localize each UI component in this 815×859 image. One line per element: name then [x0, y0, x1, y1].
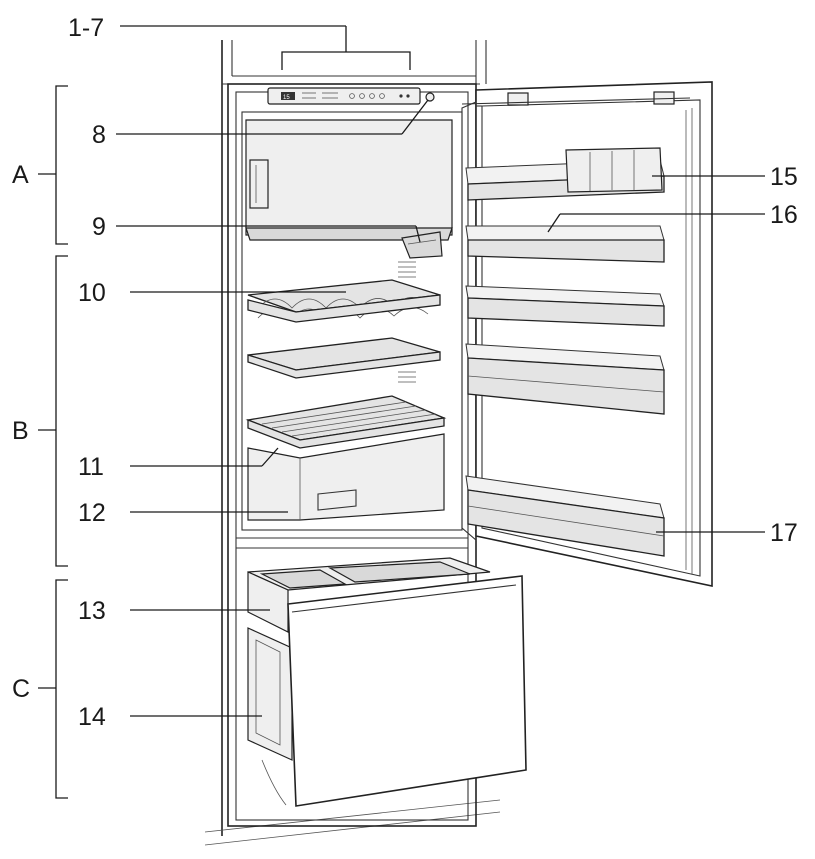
label-10: 10 — [78, 279, 106, 307]
label-11: 11 — [78, 453, 104, 481]
label-1-7: 1-7 — [68, 14, 104, 42]
control-panel-display — [281, 92, 295, 100]
label-9: 9 — [92, 213, 106, 241]
frozen-food-drawer-bottom[interactable] — [247, 627, 293, 761]
appliance-body: 15 — [227, 83, 491, 827]
control-panel-display-value: 15 — [283, 95, 290, 101]
label-14: 14 — [78, 703, 106, 731]
label-zone-b: B — [12, 417, 29, 445]
label-17: 17 — [770, 519, 798, 547]
interior-light-switch-icon[interactable] — [425, 92, 435, 102]
label-zone-c: C — [12, 675, 30, 703]
label-15: 15 — [770, 163, 798, 191]
label-zone-a: A — [12, 161, 29, 189]
control-panel[interactable] — [267, 87, 421, 105]
refrigerator-door[interactable] — [461, 81, 713, 587]
label-13: 13 — [78, 597, 106, 625]
door-shelf-4[interactable] — [465, 343, 665, 415]
control-panel-buttons[interactable] — [302, 92, 410, 99]
leader-lines — [116, 99, 765, 717]
door-shelf-butter[interactable] — [465, 147, 665, 201]
freezer-door[interactable] — [287, 575, 527, 807]
label-12: 12 — [78, 499, 106, 527]
door-shelf-3[interactable] — [465, 285, 665, 327]
freezer-handle[interactable] — [249, 159, 269, 209]
interior-light — [401, 231, 443, 259]
door-shelf-2[interactable] — [465, 225, 665, 263]
door-shelf-bottle[interactable] — [465, 475, 665, 557]
zone-brackets — [38, 25, 411, 799]
label-8: 8 — [92, 121, 106, 149]
label-16: 16 — [770, 201, 798, 229]
